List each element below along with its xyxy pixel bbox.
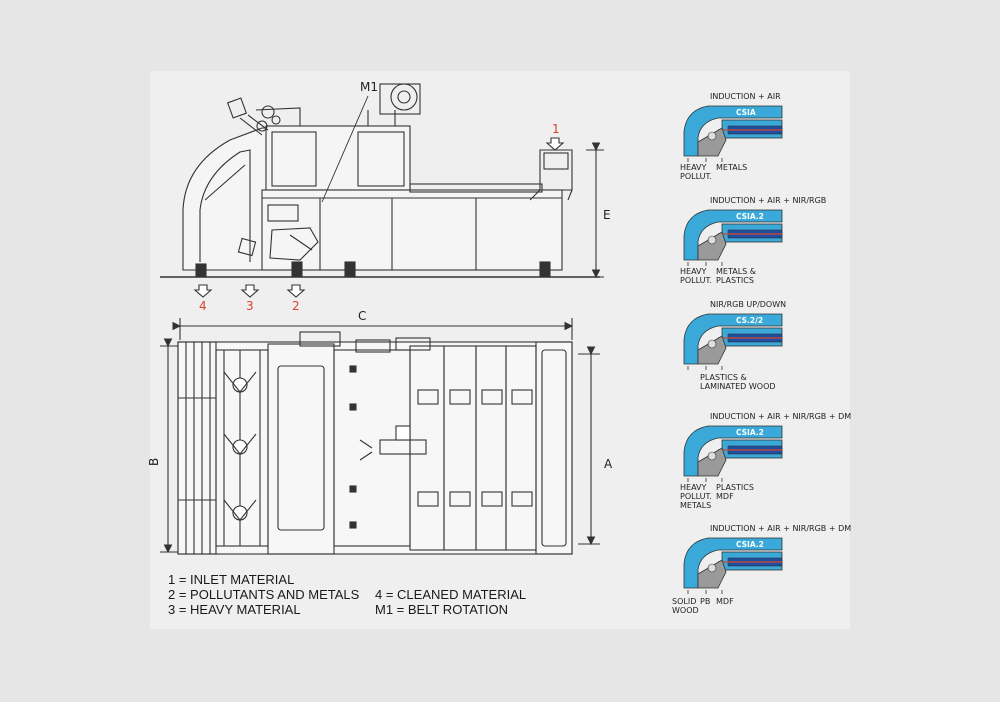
config-title: NIR/RGB UP/DOWN bbox=[710, 300, 786, 309]
outlet-label-b: METALS &PLASTICS bbox=[716, 267, 756, 285]
outlet-4-label: 4 bbox=[199, 299, 207, 313]
outlet-label-a: PLASTICS &LAMINATED WOOD bbox=[700, 373, 776, 391]
legend-right: 4 = CLEANED MATERIAL M1 = BELT ROTATION bbox=[375, 587, 526, 617]
legend-item-3: 3 = HEAVY MATERIAL bbox=[168, 602, 301, 617]
hood bbox=[683, 425, 783, 477]
outlet-3-label: 3 bbox=[246, 299, 254, 313]
m1-label: M1 bbox=[360, 80, 378, 94]
legend-item-2: 2 = POLLUTANTS AND METALS bbox=[168, 587, 360, 602]
legend-item-1: 1 = INLET MATERIAL bbox=[168, 572, 295, 587]
outlet-2-label: 2 bbox=[292, 299, 300, 313]
config-title: INDUCTION + AIR + NIR/RGB + DM bbox=[710, 412, 851, 421]
outlet-label-b: PB bbox=[700, 597, 710, 606]
config-title: INDUCTION + AIR + NIR/RGB bbox=[710, 196, 826, 205]
top-view-labels: C B A bbox=[147, 309, 613, 471]
chute bbox=[697, 447, 727, 477]
outlet-1-label: 1 bbox=[552, 122, 560, 136]
config-badge: CSIA.2 bbox=[736, 212, 764, 221]
chute bbox=[697, 231, 727, 261]
config-4: INDUCTION + AIR + NIR/RGB + DM CSIA.2HEAV… bbox=[680, 412, 851, 510]
legend-item-5: M1 = BELT ROTATION bbox=[375, 602, 509, 617]
legend-item-4: 4 = CLEANED MATERIAL bbox=[375, 587, 527, 602]
config-badge: CSIA.2 bbox=[736, 540, 764, 549]
nozzle-icon bbox=[707, 235, 717, 245]
config-5: INDUCTION + AIR + NIR/RGB + DM CSIA.2SOLI… bbox=[672, 524, 851, 615]
outlet-label-b: METALS bbox=[716, 163, 747, 172]
chute bbox=[697, 127, 727, 157]
side-view bbox=[160, 83, 604, 298]
dimension-c-label: C bbox=[358, 309, 366, 323]
chute bbox=[697, 559, 727, 589]
legend-left: 1 = INLET MATERIAL 2 = POLLUTANTS AND ME… bbox=[168, 572, 359, 617]
config-title: INDUCTION + AIR bbox=[710, 92, 781, 101]
nozzle-icon bbox=[707, 131, 717, 141]
config-badge: CSIA bbox=[736, 108, 756, 117]
top-view bbox=[160, 318, 600, 555]
nozzle-icon bbox=[707, 563, 717, 573]
config-badge: CSIA.2 bbox=[736, 428, 764, 437]
dimension-b-label: B bbox=[147, 458, 161, 466]
config-badge: CS.2/2 bbox=[736, 316, 763, 325]
nozzle-icon bbox=[707, 339, 717, 349]
config-title: INDUCTION + AIR + NIR/RGB + DM bbox=[710, 524, 851, 533]
outlet-label-c: MDF bbox=[716, 597, 734, 606]
hood bbox=[683, 105, 783, 157]
hood bbox=[683, 313, 783, 365]
side-view-labels: M1 1 4 3 2 E bbox=[199, 80, 611, 313]
chute bbox=[697, 335, 727, 365]
nozzle-icon bbox=[707, 451, 717, 461]
dimension-a-label: A bbox=[604, 457, 613, 471]
hood bbox=[683, 537, 783, 589]
dimension-e-label: E bbox=[603, 208, 611, 222]
hood bbox=[683, 209, 783, 261]
